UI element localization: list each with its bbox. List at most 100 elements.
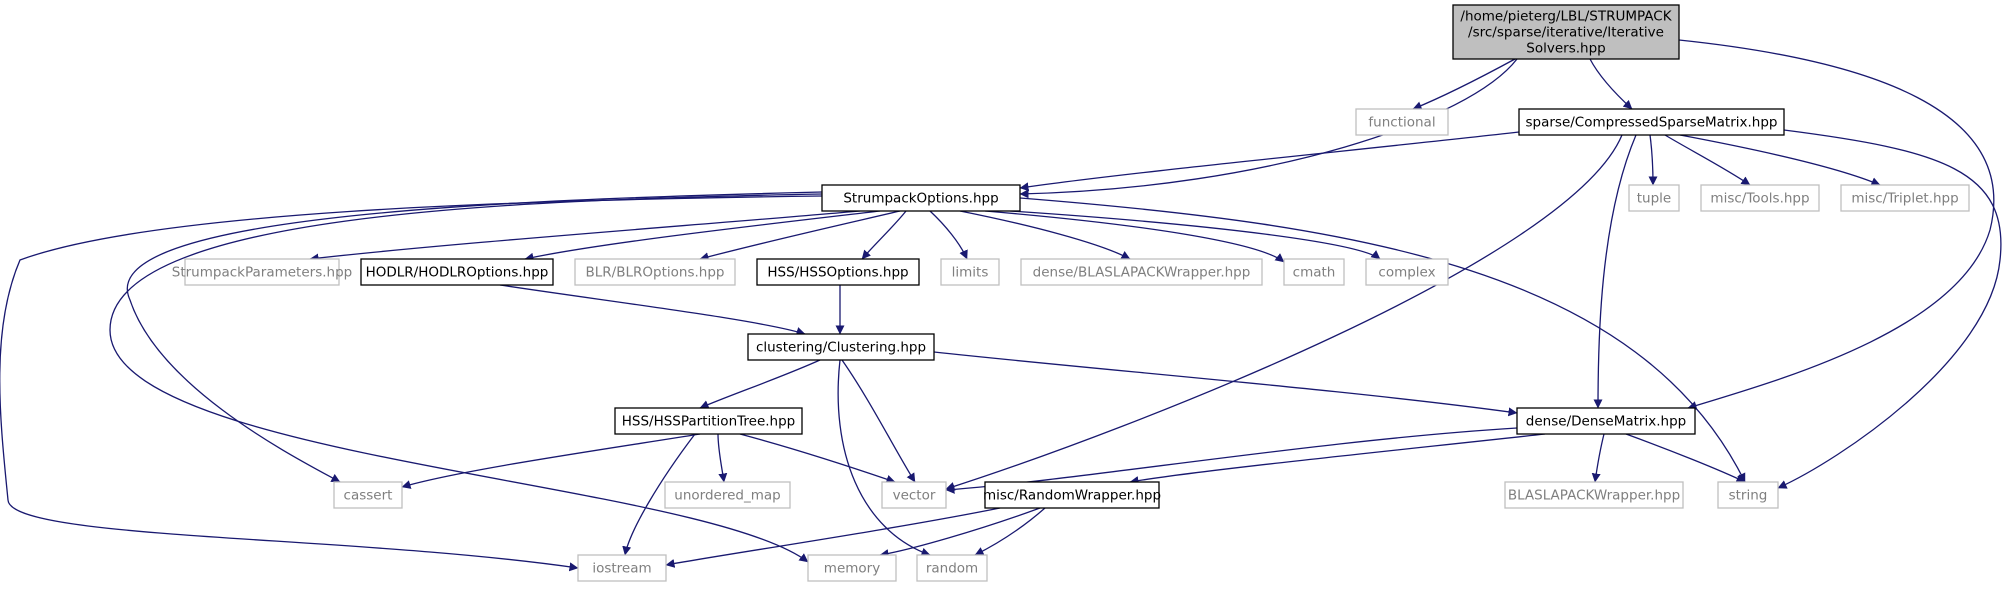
node-box	[577, 554, 667, 582]
node-random: random	[916, 554, 988, 582]
node-blr-options: BLR/BLROptions.hpp	[574, 258, 736, 286]
edge-dense-matrix-to-string	[1625, 433, 1746, 483]
node-label: clustering/Clustering.hpp	[756, 340, 926, 356]
node-box	[916, 554, 988, 582]
node-label: vector	[893, 488, 936, 504]
node-label: HSS/HSSPartitionTree.hpp	[622, 414, 796, 430]
node-strumpack-parameters: StrumpackParameters.hpp	[172, 258, 352, 286]
node-box	[1518, 108, 1785, 136]
nodes-layer: /home/pieterg/LBL/STRUMPACK/src/sparse/i…	[172, 4, 1970, 582]
node-box	[1452, 4, 1680, 60]
node-label: limits	[952, 265, 989, 281]
node-string: string	[1717, 481, 1779, 509]
node-label: HSS/HSSOptions.hpp	[767, 265, 908, 281]
edge-compressed-sparse-matrix-to-misc-triplet	[1679, 134, 1881, 186]
node-label: tuple	[1637, 191, 1671, 207]
edge-strumpack-options-to-strumpack-parameters	[309, 210, 861, 263]
edge-hss-partition-tree-to-unordered-map	[717, 433, 728, 483]
node-box	[747, 333, 935, 361]
node-label: cassert	[344, 488, 393, 504]
node-label: /src/sparse/iterative/Iterative	[1468, 25, 1664, 41]
node-label: StrumpackParameters.hpp	[172, 265, 352, 281]
edge-strumpack-options-to-hss-options	[861, 210, 907, 260]
node-box	[756, 258, 920, 286]
node-strumpack-options[interactable]: StrumpackOptions.hpp	[821, 184, 1021, 212]
node-label: functional	[1368, 115, 1435, 131]
node-label: unordered_map	[674, 488, 780, 504]
node-blaslapack-wrapper: BLASLAPACKWrapper.hpp	[1504, 481, 1684, 509]
node-blaslapack-wrapper-dense: dense/BLASLAPACKWrapper.hpp	[1020, 258, 1263, 286]
edge-random-wrapper-to-random	[974, 507, 1046, 556]
node-box	[1283, 258, 1345, 286]
node-box	[881, 481, 947, 509]
node-label: StrumpackOptions.hpp	[843, 191, 998, 207]
edge-clustering-to-dense-matrix	[933, 351, 1518, 417]
node-label: misc/RandomWrapper.hpp	[983, 488, 1161, 504]
edge-iterative-solvers-to-compressed-sparse-matrix	[1589, 58, 1633, 110]
node-limits: limits	[940, 258, 1000, 286]
node-label: Solvers.hpp	[1526, 41, 1605, 57]
edge-strumpack-options-to-memory	[109, 193, 823, 563]
node-box	[1717, 481, 1779, 509]
node-memory: memory	[807, 554, 897, 582]
node-label: iostream	[592, 561, 651, 577]
node-label: /home/pieterg/LBL/STRUMPACK	[1460, 9, 1672, 25]
node-tuple: tuple	[1628, 184, 1680, 212]
node-label: sparse/CompressedSparseMatrix.hpp	[1525, 115, 1777, 131]
node-complex: complex	[1365, 258, 1449, 286]
edge-strumpack-options-to-blr-options	[699, 210, 901, 262]
edge-hodlr-options-to-clustering	[499, 284, 806, 336]
edge-iterative-solvers-to-functional	[1412, 58, 1516, 110]
edge-iterative-solvers-to-strumpack-options	[1019, 58, 1518, 199]
node-label: misc/Tools.hpp	[1710, 191, 1809, 207]
node-box	[664, 481, 791, 509]
edge-compressed-sparse-matrix-to-misc-tools	[1664, 134, 1751, 186]
node-box	[1355, 108, 1449, 136]
edges-layer	[0, 39, 2002, 572]
node-label: BLASLAPACKWrapper.hpp	[1508, 488, 1680, 504]
node-label: misc/Triplet.hpp	[1851, 191, 1958, 207]
edge-strumpack-options-to-complex	[1009, 210, 1381, 260]
node-box	[1020, 258, 1263, 286]
node-box	[614, 407, 803, 435]
edge-strumpack-options-to-iostream	[0, 195, 823, 572]
edge-dense-matrix-to-vector	[945, 427, 1518, 494]
node-label: dense/DenseMatrix.hpp	[1526, 414, 1686, 430]
node-box	[940, 258, 1000, 286]
node-box	[1840, 184, 1970, 212]
node-dense-matrix[interactable]: dense/DenseMatrix.hpp	[1516, 407, 1696, 435]
edge-hss-partition-tree-to-vector	[739, 433, 896, 484]
edge-dense-matrix-to-random-wrapper	[1129, 433, 1546, 485]
edge-clustering-to-vector	[841, 359, 916, 483]
node-unordered-map: unordered_map	[664, 481, 791, 509]
edge-dense-matrix-to-blaslapack-wrapper	[1591, 433, 1605, 483]
node-hss-options[interactable]: HSS/HSSOptions.hpp	[756, 258, 920, 286]
node-box	[1700, 184, 1820, 212]
node-box	[1504, 481, 1684, 509]
node-box	[807, 554, 897, 582]
node-hss-partition-tree[interactable]: HSS/HSSPartitionTree.hpp	[614, 407, 803, 435]
node-clustering[interactable]: clustering/Clustering.hpp	[747, 333, 935, 361]
node-random-wrapper[interactable]: misc/RandomWrapper.hpp	[983, 481, 1161, 509]
node-box	[184, 258, 340, 286]
edge-strumpack-options-to-cassert	[126, 191, 823, 483]
node-hodlr-options[interactable]: HODLR/HODLROptions.hpp	[360, 258, 554, 286]
edge-strumpack-options-to-limits	[929, 210, 968, 260]
edge-strumpack-options-to-string	[1019, 197, 1746, 483]
node-iterative-solvers[interactable]: /home/pieterg/LBL/STRUMPACK/src/sparse/i…	[1452, 4, 1680, 60]
edge-random-wrapper-to-iostream	[665, 507, 1001, 568]
node-compressed-sparse-matrix[interactable]: sparse/CompressedSparseMatrix.hpp	[1518, 108, 1785, 136]
edge-compressed-sparse-matrix-to-strumpack-options	[1019, 131, 1520, 192]
edge-compressed-sparse-matrix-to-string	[1777, 129, 2002, 489]
edge-strumpack-options-to-cmath	[984, 210, 1285, 263]
edge-compressed-sparse-matrix-to-tuple	[1648, 134, 1658, 186]
edge-compressed-sparse-matrix-to-dense-matrix	[1593, 134, 1637, 409]
node-cmath: cmath	[1283, 258, 1345, 286]
edge-iterative-solvers-to-dense-matrix	[1678, 39, 1995, 410]
node-label: BLR/BLROptions.hpp	[586, 265, 725, 281]
edge-strumpack-options-to-blaslapack-wrapper-dense	[959, 210, 1131, 260]
node-label: dense/BLASLAPACKWrapper.hpp	[1033, 265, 1251, 281]
node-iostream: iostream	[577, 554, 667, 582]
node-box	[1516, 407, 1696, 435]
node-box	[333, 481, 403, 509]
